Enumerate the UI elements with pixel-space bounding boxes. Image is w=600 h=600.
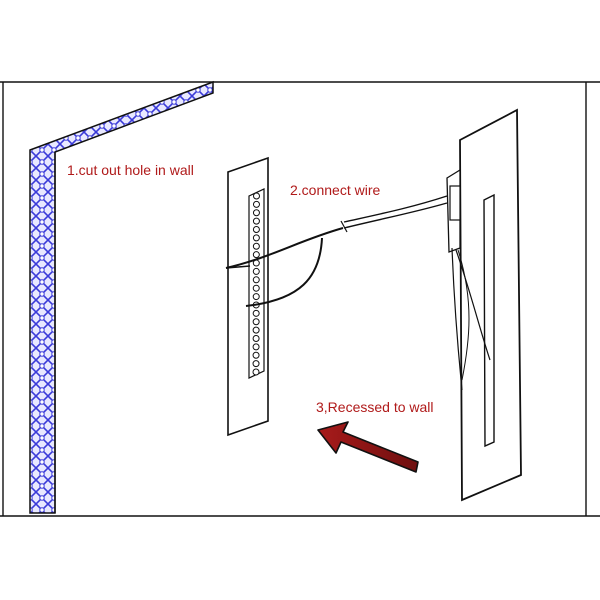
mounting-holes xyxy=(252,192,260,376)
fixture-terminal-block xyxy=(449,185,461,221)
mounting-hole xyxy=(252,360,260,368)
wall-wire-stub xyxy=(225,265,251,269)
mounting-hole xyxy=(252,293,260,301)
mounting-hole xyxy=(252,226,260,234)
fixture-light-slot xyxy=(483,193,495,448)
mounting-hole xyxy=(252,259,260,267)
mounting-hole xyxy=(252,326,260,334)
wall-trim-band xyxy=(29,80,214,514)
fixture-wire-c xyxy=(457,249,470,381)
mounting-hole xyxy=(252,217,260,225)
mounting-hole xyxy=(252,234,260,242)
mounting-hole xyxy=(252,209,260,217)
step-3-label: 3,Recessed to wall xyxy=(316,399,434,415)
mounting-hole xyxy=(252,284,260,292)
wall-wire-upper xyxy=(225,227,344,269)
step-2-label: 2.connect wire xyxy=(290,182,381,198)
recess-direction-arrow xyxy=(317,421,419,473)
mounting-hole xyxy=(252,309,260,317)
wall-wire-lower xyxy=(245,237,323,307)
fixture-wire-a xyxy=(451,247,463,391)
mounting-hole xyxy=(252,251,260,259)
mounting-hole xyxy=(252,351,260,359)
mounting-hole xyxy=(252,343,260,351)
mounting-hole xyxy=(252,318,260,326)
connector-cable-2 xyxy=(343,202,448,229)
mounting-hole xyxy=(252,368,260,376)
connector-cable xyxy=(343,195,448,223)
mounting-hole xyxy=(253,192,260,200)
mounting-hole xyxy=(252,267,260,275)
step-1-label: 1.cut out hole in wall xyxy=(67,162,194,178)
mounting-hole xyxy=(252,276,260,284)
mounting-hole xyxy=(252,200,260,208)
mounting-hole xyxy=(252,334,260,342)
wire-break-mark xyxy=(340,220,348,233)
fixture-wire-b xyxy=(455,249,491,361)
mounting-hole xyxy=(252,242,260,250)
